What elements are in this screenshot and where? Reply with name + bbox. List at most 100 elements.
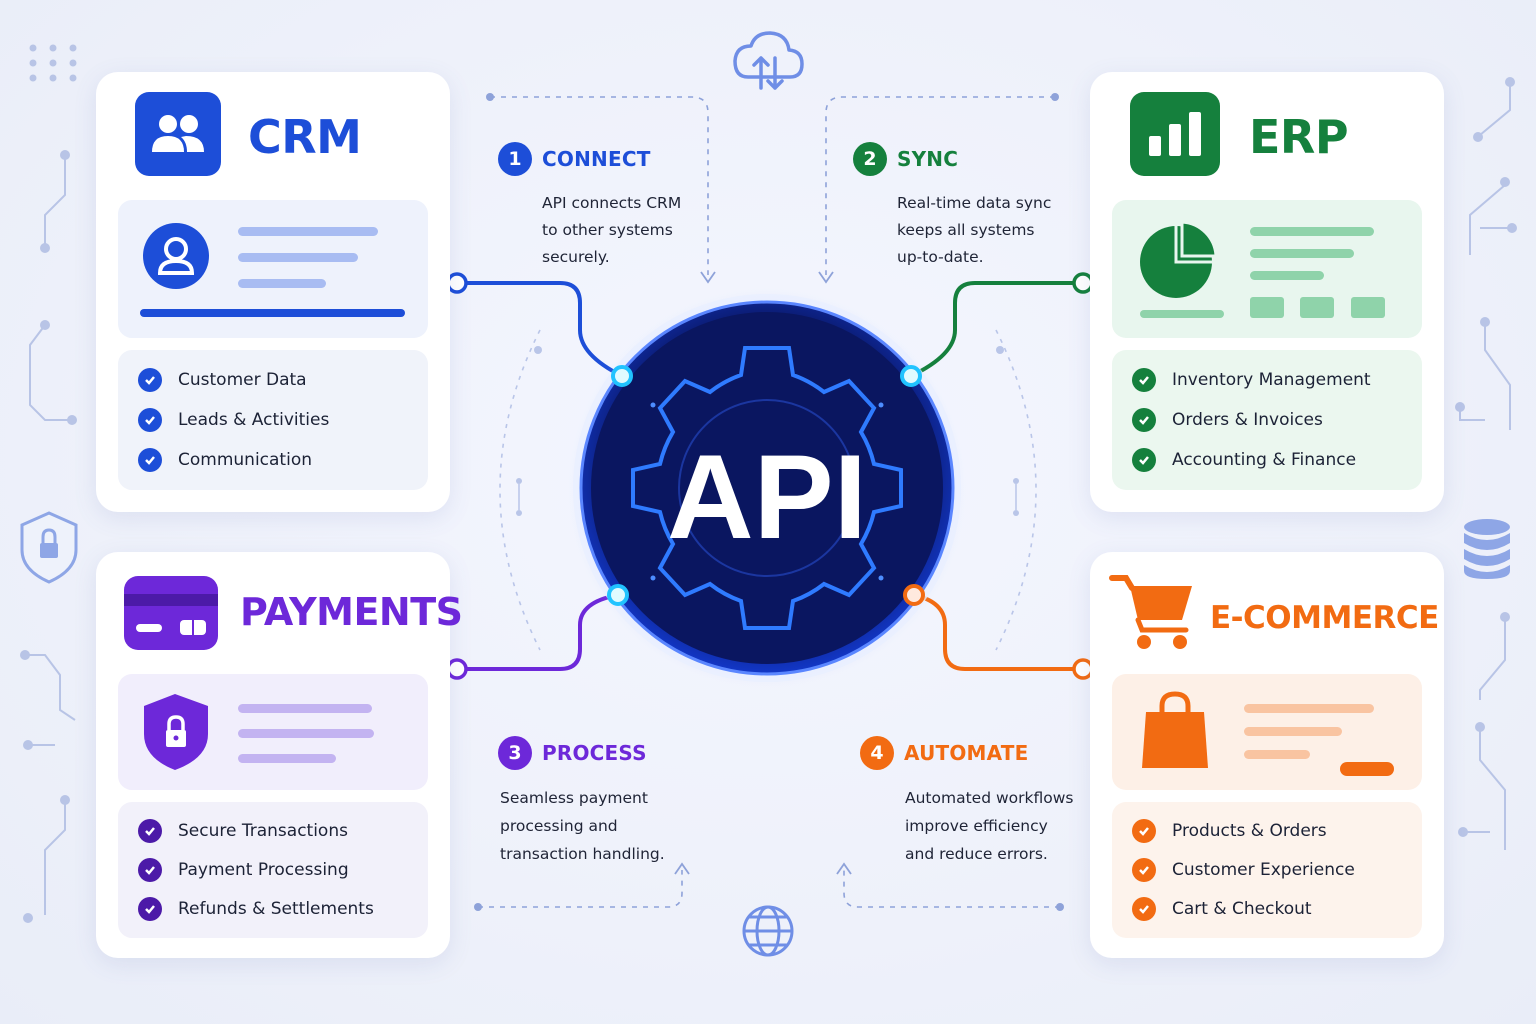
feature-label: Customer Data [178, 370, 307, 390]
crm-card: CRM Customer Data Leads & Activities Com… [96, 72, 450, 512]
crm-features-panel [118, 350, 428, 490]
feature-label: Leads & Activities [178, 410, 330, 430]
connector-erp [910, 281, 1083, 378]
connector-ecommerce [913, 593, 1083, 671]
placeholder-line [1250, 271, 1324, 280]
feature-label: Cart & Checkout [1172, 898, 1312, 919]
step-description: Real-time data sync keeps all systems up… [897, 194, 1052, 266]
cloud-sync-icon [733, 31, 804, 90]
circuit-traces-left [20, 150, 77, 923]
placeholder-line [238, 279, 326, 288]
step-sync: 2 SYNC Real-time data sync keeps all sys… [853, 142, 1051, 271]
feature-label: Orders & Invoices [1172, 410, 1323, 430]
step-description: API connects CRM to other systems secure… [542, 194, 682, 266]
check-icon [138, 896, 162, 921]
erp-preview-panel [1112, 200, 1422, 338]
hub-label: API [667, 430, 867, 564]
check-icon [138, 368, 162, 392]
connector-payments-port [446, 658, 468, 680]
placeholder-block [1300, 297, 1334, 318]
users-icon [135, 92, 221, 176]
list-item: Customer Data [138, 360, 329, 400]
ecommerce-title: E-COMMERCE [1210, 600, 1439, 636]
feature-label: Inventory Management [1172, 370, 1371, 390]
list-item: Secure Transactions [138, 811, 374, 850]
ecommerce-card: E-COMMERCE Products & Orders Customer Ex… [1090, 552, 1444, 958]
feature-label: Payment Processing [178, 859, 349, 880]
list-item: Refunds & Settlements [138, 889, 374, 928]
payments-preview-panel [118, 674, 428, 790]
erp-title: ERP [1249, 110, 1349, 164]
placeholder-line [238, 253, 358, 262]
bar-chart-icon [1130, 92, 1220, 176]
check-icon [1132, 818, 1156, 843]
placeholder-line [1244, 704, 1374, 713]
credit-card-icon [124, 576, 218, 650]
list-item: Communication [138, 440, 329, 480]
step-title: AUTOMATE [904, 741, 1029, 765]
check-icon [138, 408, 162, 432]
step-description: Seamless payment processing and transact… [500, 789, 665, 863]
erp-card: ERP Inventory Management Orders & Invoic… [1090, 72, 1444, 512]
crm-feature-list: Customer Data Leads & Activities Communi… [138, 360, 329, 480]
connector-crm-port [446, 272, 468, 294]
step-description: Automated workflows improve efficiency a… [905, 789, 1074, 863]
user-avatar-icon [143, 223, 209, 289]
list-item: Customer Experience [1132, 850, 1355, 889]
list-item: Leads & Activities [138, 400, 329, 440]
list-item: Accounting & Finance [1132, 440, 1371, 480]
placeholder-line [1140, 310, 1224, 318]
list-item: Inventory Management [1132, 360, 1371, 400]
erp-features-panel [1112, 350, 1422, 490]
step-number: 2 [853, 142, 887, 176]
placeholder-line [238, 729, 374, 738]
placeholder-block [1351, 297, 1385, 318]
list-item: Orders & Invoices [1132, 400, 1371, 440]
check-icon [1132, 896, 1156, 921]
api-hub: API [567, 288, 967, 688]
step-title: PROCESS [542, 741, 647, 765]
payments-feature-list: Secure Transactions Payment Processing R… [138, 811, 374, 928]
check-icon [138, 448, 162, 472]
step-number: 4 [860, 736, 894, 770]
feature-label: Refunds & Settlements [178, 898, 374, 919]
list-item: Payment Processing [138, 850, 374, 889]
placeholder-line [1244, 750, 1310, 759]
flow-arrowheads [674, 271, 852, 875]
step-process: 3 PROCESS Seamless payment processing an… [498, 736, 665, 868]
feature-label: Accounting & Finance [1172, 450, 1357, 470]
feature-label: Communication [178, 450, 312, 470]
placeholder-block [1250, 297, 1284, 318]
check-icon [138, 818, 162, 843]
crm-title: CRM [248, 110, 362, 164]
database-icon [1464, 519, 1510, 579]
ecommerce-features-panel [1112, 802, 1422, 938]
shield-lock-icon [144, 694, 208, 770]
step-connect: 1 CONNECT API connects CRM to other syst… [498, 142, 681, 271]
placeholder-line [1244, 727, 1342, 736]
connector-crm [457, 281, 623, 378]
check-icon [1132, 857, 1156, 882]
check-icon [1132, 368, 1156, 392]
shopping-bag-icon [1142, 691, 1208, 768]
ecommerce-preview-panel [1112, 674, 1422, 790]
placeholder-line [1250, 227, 1374, 236]
placeholder-line [1250, 249, 1354, 258]
ecommerce-feature-list: Products & Orders Customer Experience Ca… [1132, 811, 1355, 928]
step-number: 3 [498, 736, 532, 770]
action-pill [1340, 762, 1394, 776]
step-number: 1 [498, 142, 532, 176]
orbit-dots [516, 346, 1019, 516]
shield-lock-icon [20, 511, 78, 584]
placeholder-line [238, 754, 336, 763]
pie-chart-icon [1140, 220, 1218, 298]
list-item: Products & Orders [1132, 811, 1355, 850]
placeholder-line [238, 704, 372, 713]
dot-grid [29, 44, 77, 82]
payments-card: PAYMENTS Secure Transactions Payment Pro… [96, 552, 463, 958]
feature-label: Products & Orders [1172, 820, 1327, 841]
globe-icon [742, 905, 794, 957]
step-automate: 4 AUTOMATE Automated workflows improve e… [860, 736, 1073, 868]
connector-payments [457, 593, 619, 671]
